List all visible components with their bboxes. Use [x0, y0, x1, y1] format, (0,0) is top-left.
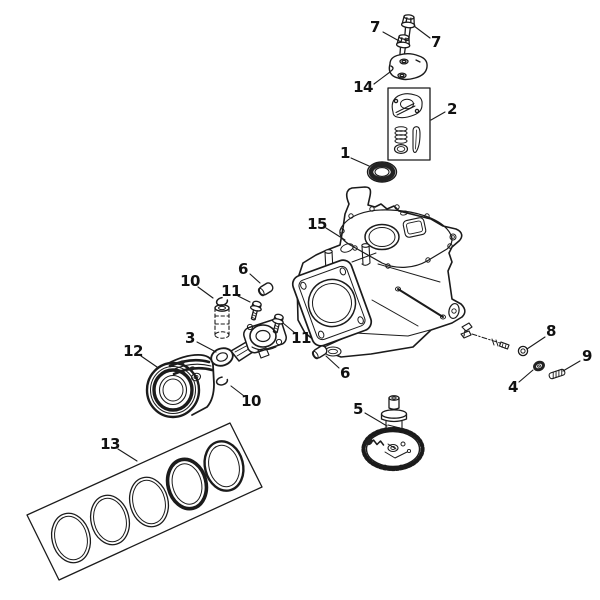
oil-seal-drawing — [366, 161, 398, 183]
callout-15: 15 — [307, 215, 327, 233]
callout-9: 9 — [582, 347, 592, 365]
callout-10-upper: 10 — [180, 272, 200, 290]
circlip-lower-drawing — [215, 376, 229, 386]
callout-11-upper: 11 — [221, 282, 241, 300]
callout-6-lower: 6 — [340, 364, 350, 382]
flange-bolt-rear-drawing — [400, 14, 416, 42]
callout-3: 3 — [185, 329, 195, 347]
washer-drawing — [517, 345, 529, 357]
callout-7-front: 7 — [370, 18, 380, 36]
dowel-pin-upper-drawing — [257, 282, 274, 297]
connecting-rod-drawing — [210, 318, 287, 367]
camshaft-drawing — [361, 395, 425, 472]
callout-6-upper: 6 — [238, 260, 248, 278]
callout-8: 8 — [546, 322, 556, 340]
rod-bolt-upper-drawing — [249, 300, 262, 321]
callout-4: 4 — [508, 378, 518, 396]
ring-set-drawing — [26, 422, 263, 581]
callout-5: 5 — [353, 400, 363, 418]
governor-seal-drawing — [533, 360, 545, 372]
governor-shaft-drawing — [460, 322, 510, 350]
breather-kit-box-drawing — [387, 87, 431, 161]
rod-bolt-lower-drawing — [271, 313, 284, 334]
callout-7-rear: 7 — [431, 33, 441, 51]
callout-1: 1 — [340, 144, 350, 162]
callout-11-lower: 11 — [291, 329, 311, 347]
crankcase-drawing — [291, 186, 466, 358]
callout-12: 12 — [123, 342, 143, 360]
piston-pin-drawing — [214, 304, 230, 339]
callout-14: 14 — [353, 78, 373, 96]
leader-lines — [117, 25, 581, 462]
breather-plate-drawing — [388, 53, 428, 81]
piston-drawing — [145, 354, 215, 419]
callout-13: 13 — [100, 435, 120, 453]
dowel-pin-lower-drawing — [311, 345, 328, 360]
callout-2: 2 — [447, 100, 457, 118]
callout-10-lower: 10 — [241, 392, 261, 410]
cylinder-flange — [291, 259, 373, 347]
circlip-upper-drawing — [215, 296, 229, 307]
cotter-pin-drawing — [548, 368, 566, 380]
